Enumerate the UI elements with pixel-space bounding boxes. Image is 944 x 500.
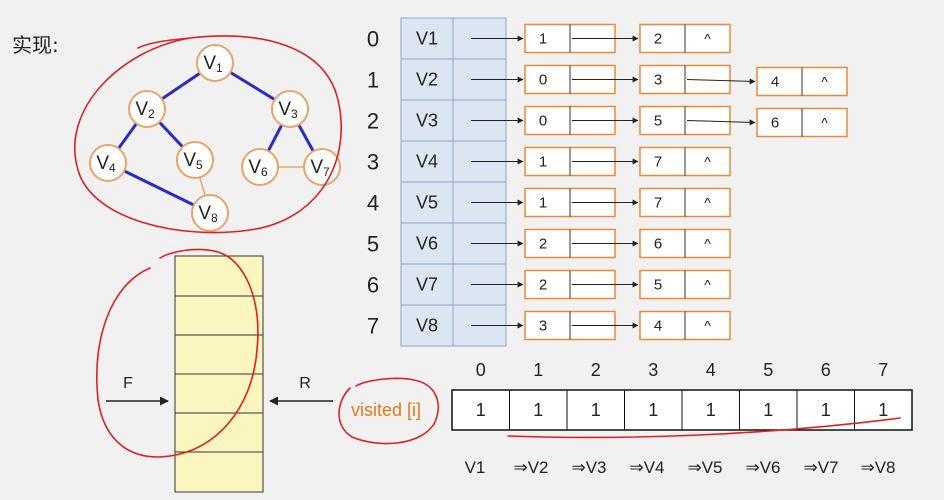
null-marker: ^: [704, 277, 711, 293]
graph-node-label: V6: [248, 157, 268, 179]
visited-label: visited [i]: [351, 400, 421, 420]
sequence-item: ⇒V3: [571, 458, 606, 477]
queue-circle-mark: [96, 248, 259, 458]
next-pointer-arrow: [686, 78, 756, 85]
null-marker: ^: [821, 115, 828, 131]
visited-underline-mark: [507, 417, 901, 439]
graph-node: [128, 90, 166, 128]
graph-node-label: V3: [278, 99, 298, 121]
visited-index: 6: [821, 360, 831, 380]
list-node-value: 1: [539, 195, 547, 212]
visited-value: 1: [591, 400, 601, 420]
traversal-sequence: V1 ⇒V2 ⇒V3 ⇒V4 ⇒V5 ⇒V6 ⇒V7 ⇒V8: [465, 458, 896, 477]
sequence-item: ⇒V5: [687, 458, 722, 477]
list-node-value: 6: [771, 115, 779, 132]
list-node-value: 4: [654, 318, 662, 335]
title: 实现:: [12, 33, 59, 57]
list-node-value: 4: [771, 74, 779, 91]
vertex-name: V4: [416, 152, 438, 172]
queue: F R: [106, 255, 333, 493]
row-index: 2: [367, 109, 379, 134]
null-marker: ^: [704, 236, 711, 252]
graph-node-label: V5: [183, 150, 203, 172]
visited-index: 7: [878, 360, 888, 380]
visited-index: 1: [533, 360, 543, 380]
graph-node-label: V7: [310, 157, 330, 179]
rear-label: R: [299, 375, 311, 392]
vertex-name: V1: [416, 29, 438, 49]
sequence-item: ⇒V2: [513, 458, 548, 477]
graph-node-label: V2: [135, 99, 155, 121]
visited-value: 1: [763, 400, 773, 420]
graph-node: [191, 194, 229, 232]
list-node-value: 5: [654, 277, 662, 294]
graph-node-label: V1: [203, 53, 223, 75]
sequence-item: ⇒V7: [803, 458, 838, 477]
null-marker: ^: [821, 74, 828, 90]
row-index: 7: [367, 314, 379, 339]
sequence-item: ⇒V4: [629, 458, 664, 477]
vertex-name: V8: [416, 316, 438, 336]
list-node-value: 2: [654, 31, 662, 48]
list-node-value: 2: [539, 236, 547, 253]
visited-value: 1: [533, 400, 543, 420]
list-node-value: 2: [539, 277, 547, 294]
vertex-name: V3: [416, 111, 438, 131]
graph-node-label: V4: [96, 153, 116, 175]
visited-value: 1: [648, 400, 658, 420]
graph-node: [241, 148, 279, 186]
graph-node: [303, 148, 341, 186]
null-marker: ^: [704, 318, 711, 334]
row-index: 1: [367, 68, 379, 93]
vertex-name: V7: [416, 275, 438, 295]
list-node-value: 1: [539, 154, 547, 171]
vertex-name: V6: [416, 234, 438, 254]
visited-index: 0: [476, 360, 486, 380]
list-node-value: 6: [654, 236, 662, 253]
visited-value: 1: [878, 400, 888, 420]
handwritten-annotations: [73, 35, 901, 458]
list-node-value: 3: [539, 318, 547, 335]
visited-value: 1: [706, 400, 716, 420]
row-index: 4: [367, 191, 379, 216]
row-index: 3: [367, 150, 379, 175]
row-index: 6: [367, 273, 379, 298]
visited-index: 3: [648, 360, 658, 380]
list-node-value: 3: [654, 72, 662, 89]
null-marker: ^: [704, 154, 711, 170]
list-node-value: 5: [654, 113, 662, 130]
row-index: 0: [367, 27, 379, 52]
visited-value: 1: [476, 400, 486, 420]
graph-node-label: V8: [198, 203, 218, 225]
sequence-item: ⇒V6: [745, 458, 780, 477]
visited-index: 2: [591, 360, 601, 380]
visited-value: 1: [821, 400, 831, 420]
graph-node: [196, 44, 234, 82]
row-index: 5: [367, 232, 379, 257]
sequence-item: V1: [465, 458, 486, 477]
vertex-name: V2: [416, 70, 438, 90]
front-label: F: [123, 375, 133, 392]
sequence-item: ⇒V8: [860, 458, 895, 477]
null-marker: ^: [704, 31, 711, 47]
visited-index: 4: [706, 360, 716, 380]
graph-circle-mark: [73, 35, 342, 234]
vertex-name: V5: [416, 193, 438, 213]
null-marker: ^: [704, 195, 711, 211]
next-pointer-arrow: [686, 119, 756, 126]
graph-node: [271, 90, 309, 128]
list-node-value: 7: [654, 195, 662, 212]
list-node-value: 1: [539, 31, 547, 48]
list-node-value: 7: [654, 154, 662, 171]
visited-index: 5: [763, 360, 773, 380]
visited-circle-mark: [338, 377, 439, 445]
list-node-value: 0: [539, 113, 547, 130]
list-node-value: 0: [539, 72, 547, 89]
graph-node: [89, 144, 127, 182]
visited-array: visited [i] 0 1 1 1 2 1 3 1 4 1 5 1 6 1 7 1: [351, 360, 913, 431]
graph-node: [176, 141, 214, 179]
